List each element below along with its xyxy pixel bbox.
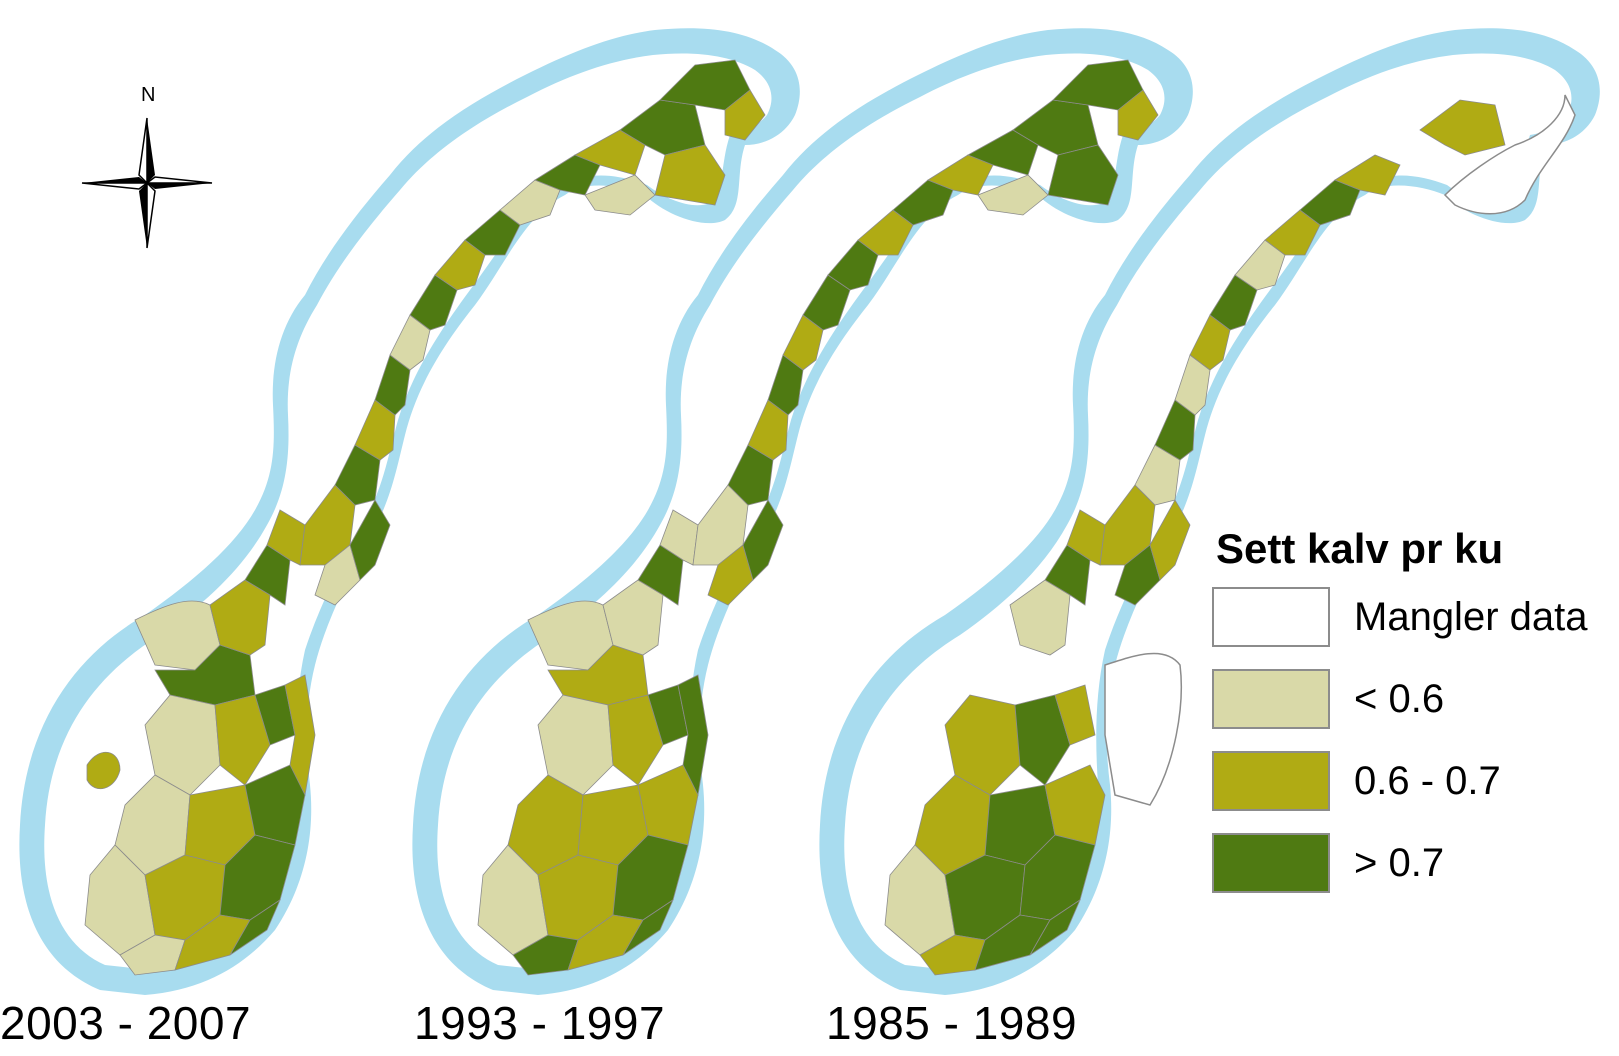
map-1985-1989 [819,28,1600,996]
legend-swatch-no-data [1212,587,1330,647]
legend-swatch-high [1212,833,1330,893]
legend-swatch-mid [1212,751,1330,811]
legend-item-high: > 0.7 [1212,831,1612,895]
legend-item-low: < 0.6 [1212,667,1612,731]
map-2003-2007 [19,28,800,996]
period-label-1985-1989: 1985 - 1989 [826,997,1078,1049]
legend-label-low: < 0.6 [1354,676,1445,721]
legend-item-mid: 0.6 - 0.7 [1212,749,1612,813]
legend-label-mid: 0.6 - 0.7 [1354,758,1501,803]
period-label-1993-1997: 1993 - 1997 [414,997,666,1049]
north-label: N [141,84,155,106]
north-arrow-compass-rose-icon: N [81,84,213,249]
legend-title: Sett kalv pr ku [1216,525,1504,572]
legend-item-no-data: Mangler data [1212,585,1612,649]
legend-swatch-low [1212,669,1330,729]
legend-label-no-data: Mangler data [1354,594,1588,639]
period-label-2003-2007: 2003 - 2007 [0,997,252,1049]
legend-label-high: > 0.7 [1354,840,1445,885]
legend: Sett kalv pr ku Mangler data < 0.6 0.6 -… [1212,525,1612,913]
